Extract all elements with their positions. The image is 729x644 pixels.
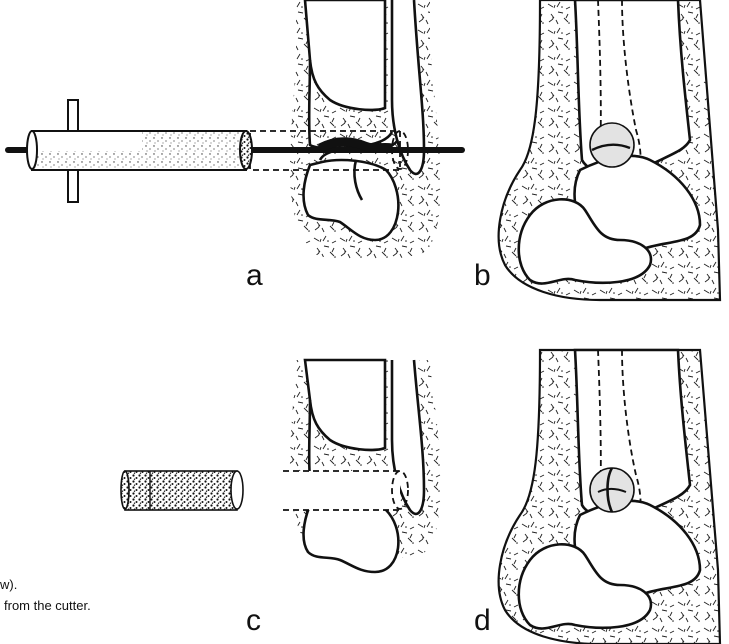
ankle-frontal-view-a — [290, 0, 441, 260]
caption-line-1: w). — [0, 577, 17, 592]
caption-line-2: from the cutter. — [4, 598, 91, 613]
panel-label-b: b — [474, 259, 491, 292]
panel-label-d: d — [474, 604, 491, 637]
panel-label-c: c — [246, 604, 261, 637]
bored-channel — [283, 471, 400, 510]
panel-b: b — [474, 0, 720, 300]
panel-d: d — [474, 350, 720, 644]
panel-a: a — [8, 0, 462, 292]
ankle-frontal-view-c — [290, 360, 441, 572]
bone-core-plug — [121, 471, 243, 510]
panel-c: c — [121, 360, 441, 637]
cylindrical-cutter — [8, 100, 252, 202]
inserted-graft-circle — [590, 468, 634, 512]
panel-label-a: a — [246, 259, 263, 292]
